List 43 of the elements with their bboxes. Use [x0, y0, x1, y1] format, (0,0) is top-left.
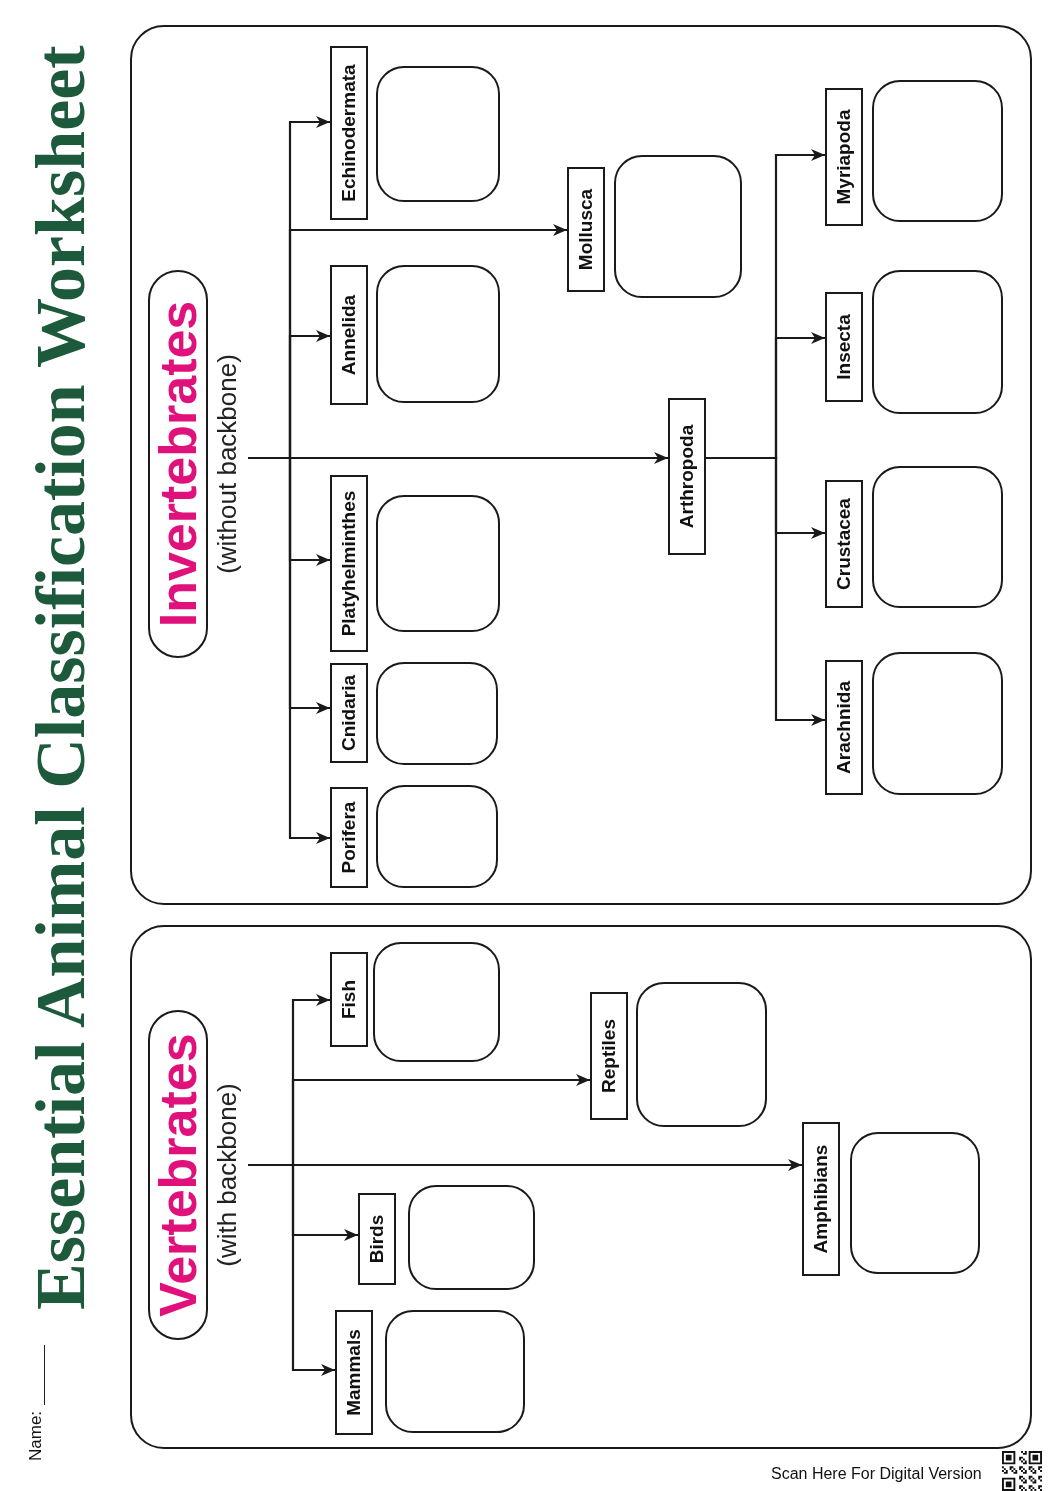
category-label: Myriapoda — [825, 88, 863, 226]
answer-box — [376, 66, 500, 202]
category-label: Platyhelminthes — [330, 475, 368, 652]
answer-box — [385, 1310, 525, 1433]
answer-box — [872, 80, 1003, 222]
answer-box — [376, 662, 498, 765]
category-label: Crustacea — [825, 480, 863, 608]
answer-box — [408, 1185, 535, 1290]
answer-box — [373, 942, 500, 1062]
answer-box — [872, 466, 1003, 608]
name-label: Name: — [26, 1410, 46, 1461]
arrow — [706, 149, 825, 460]
group-subtitle: (without backbone) — [212, 354, 242, 574]
category-label: Mollusca — [567, 167, 605, 292]
group-panel — [130, 925, 1032, 1449]
answer-box — [614, 155, 742, 298]
answer-box — [376, 785, 498, 888]
category-label: Insecta — [825, 292, 863, 402]
category-label: Mammals — [335, 1310, 373, 1435]
category-label: Birds — [358, 1193, 396, 1285]
answer-box — [850, 1132, 980, 1274]
answer-box — [872, 652, 1003, 795]
answer-box — [376, 495, 500, 632]
arrow — [248, 452, 668, 464]
scan-note: Scan Here For Digital Version — [771, 1464, 982, 1483]
category-label: Fish — [330, 952, 368, 1047]
answer-box — [872, 270, 1003, 414]
group-heading: Vertebrates — [148, 1010, 208, 1340]
group-subtitle: (with backbone) — [212, 1083, 242, 1267]
group-heading: Invertebrates — [148, 270, 208, 658]
answer-box — [636, 982, 767, 1127]
worksheet-title: Essential Animal Classification Worksheet — [22, 45, 100, 1310]
category-label: Cnidaria — [330, 663, 368, 763]
category-label: Reptiles — [590, 992, 628, 1120]
category-label: Arthropoda — [668, 398, 706, 555]
answer-box — [376, 265, 500, 403]
category-label: Echinodermata — [330, 46, 368, 220]
category-label: Arachnida — [825, 660, 863, 795]
arrow — [248, 994, 330, 1167]
category-label: Annelida — [330, 265, 368, 405]
category-label: Amphibians — [802, 1122, 840, 1276]
category-label: Porifera — [330, 787, 368, 888]
group-panel — [130, 25, 1032, 905]
